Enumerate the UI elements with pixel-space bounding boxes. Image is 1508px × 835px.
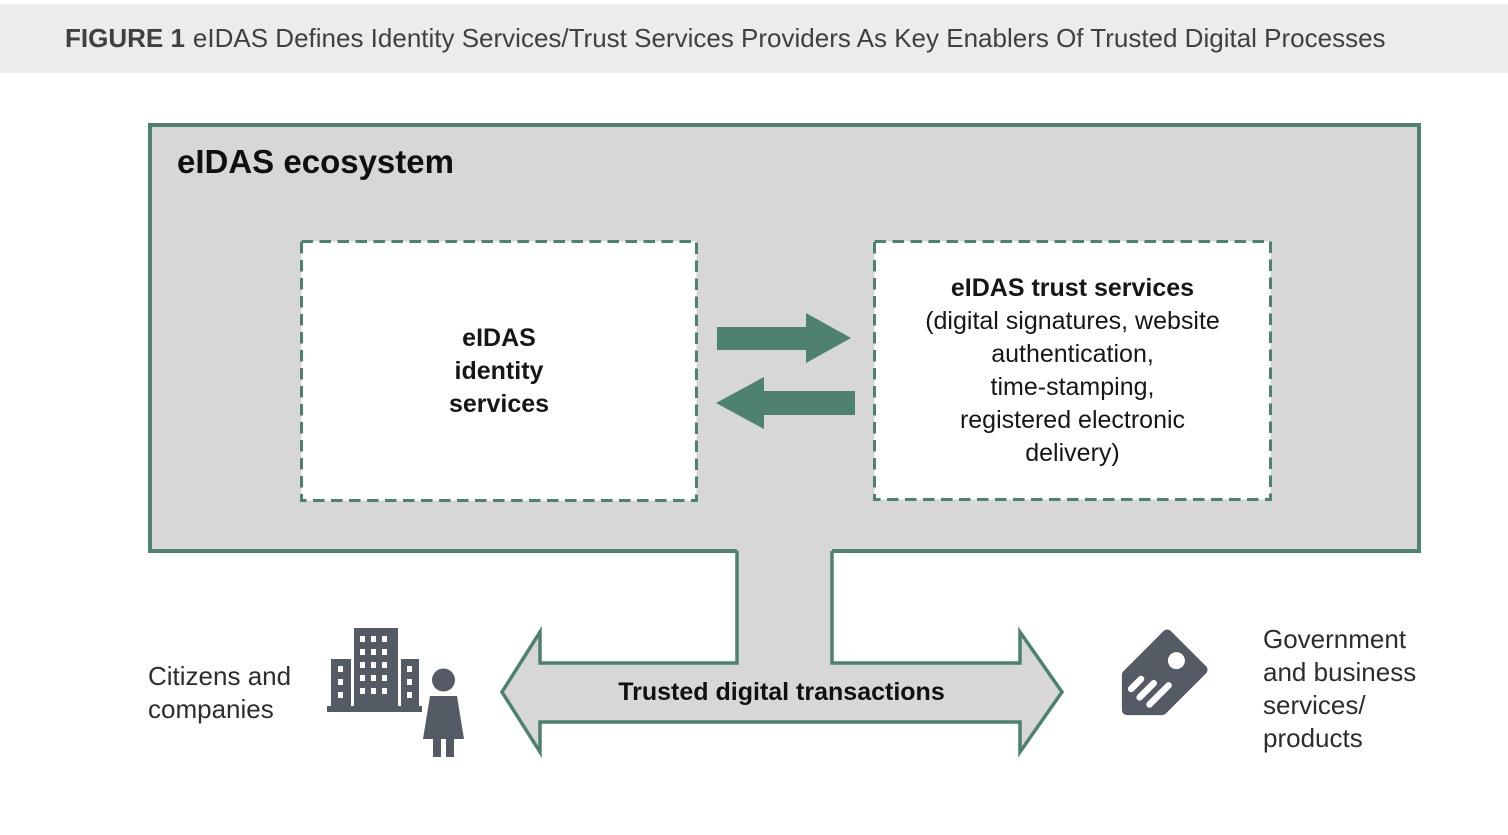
figure-number: FIGURE 1 [65, 23, 185, 53]
trust-title: eIDAS trust services [950, 273, 1195, 302]
citizens-line: companies [148, 694, 274, 724]
identity-line: identity [454, 356, 544, 385]
government-line: products [1263, 723, 1363, 753]
transactions-arrow-label: Trusted digital transactions [543, 663, 1020, 721]
trust-line: registered electronic [959, 405, 1186, 434]
citizens-label: Citizens and companies [148, 660, 291, 726]
price-tag-icon [1121, 629, 1208, 716]
figure-title-text: eIDAS Defines Identity Services/Trust Se… [192, 23, 1386, 53]
ecosystem-title: eIDAS ecosystem [177, 143, 454, 180]
identity-line: eIDAS [462, 323, 536, 352]
citizens-line: Citizens and [148, 661, 292, 691]
trust-line: delivery) [1025, 438, 1120, 467]
transactions-text: Trusted digital transactions [618, 677, 945, 706]
identity-line: services [448, 389, 550, 418]
government-line: Government [1263, 624, 1407, 654]
double-headed-arrow-icon [499, 551, 1065, 759]
trust-line: (digital signatures, website [925, 306, 1220, 335]
government-line: and business [1263, 657, 1417, 687]
government-line: services/ [1263, 690, 1366, 720]
person-icon [423, 668, 464, 757]
building-icon [327, 628, 422, 712]
trust-line: time-stamping, [990, 372, 1155, 401]
government-label: Government and business services/ produc… [1263, 623, 1416, 755]
identity-services-label: eIDAS identity services [303, 243, 695, 499]
trust-line: authentication, [991, 339, 1154, 368]
transaction-arrow-fill [502, 546, 1062, 752]
trust-services-label: eIDAS trust services (digital signatures… [876, 243, 1269, 498]
